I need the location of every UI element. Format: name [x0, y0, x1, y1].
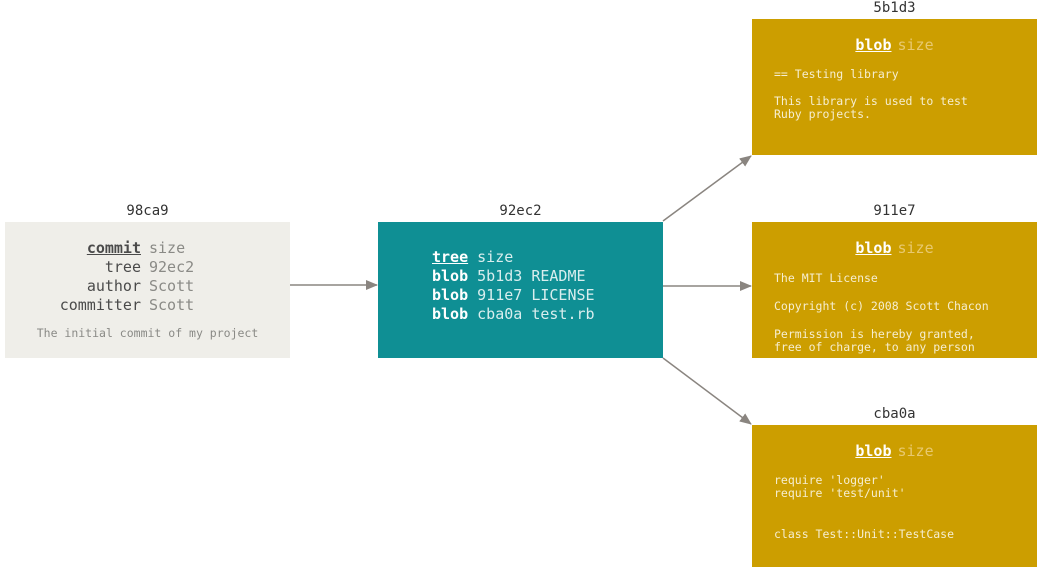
committer-key: committer — [59, 296, 141, 314]
entry-detail: cba0a test.rb — [477, 305, 595, 323]
author-key: author — [86, 277, 141, 295]
tree-id-label: 92ec2 — [499, 203, 542, 219]
blob-type: blob — [855, 239, 892, 257]
arrow-tree-to-5b1d3 — [662, 155, 752, 222]
tree-value: 92ec2 — [149, 258, 195, 276]
entry-type: blob — [432, 305, 469, 323]
blob-object-911e7: blob size The MIT License Copyright (c) 2… — [752, 222, 1037, 358]
commit-key: commit — [86, 239, 141, 257]
tree-row: blob cba0a test.rb — [432, 305, 595, 324]
blob-line: require 'logger' require 'test/unit' — [774, 473, 906, 500]
tree-size: size — [477, 248, 514, 266]
tree-row: tree size — [432, 248, 595, 267]
tree-object: tree size blob 5b1d3 README blob 911e7 L… — [378, 222, 663, 358]
blob-type: blob — [855, 36, 892, 54]
tree-type: tree — [432, 248, 469, 266]
tree-row: blob 5b1d3 README — [432, 267, 595, 286]
commit-value: size — [149, 239, 186, 257]
blob-size: size — [897, 36, 934, 54]
blob-line: == Testing library — [774, 67, 899, 81]
blob-size: size — [897, 239, 934, 257]
commit-id-label: 98ca9 — [126, 203, 169, 219]
blob-type: blob — [855, 442, 892, 460]
commit-message: The initial commit of my project — [36, 326, 259, 340]
blob-id-label: 5b1d3 — [873, 0, 916, 16]
entry-detail: 911e7 LICENSE — [477, 286, 595, 304]
tree-key: tree — [104, 258, 141, 276]
blob-line: Copyright (c) 2008 Scott Chacon — [774, 299, 989, 313]
blob-id-label: 911e7 — [873, 203, 916, 219]
blob-size: size — [897, 442, 934, 460]
blob-object-5b1d3: blob size == Testing library This library… — [752, 19, 1037, 155]
entry-type: blob — [432, 267, 469, 285]
committer-value: Scott — [149, 296, 195, 314]
arrow-tree-to-cba0a — [662, 357, 752, 425]
author-value: Scott — [149, 277, 195, 295]
blob-line: class Test::Unit::TestCase — [774, 527, 955, 541]
blob-line: The MIT License — [774, 271, 878, 285]
tree-row: blob 911e7 LICENSE — [432, 286, 595, 305]
blob-line: This library is used to test Ruby projec… — [774, 94, 968, 121]
blob-line: Permission is hereby granted, free of ch… — [774, 327, 975, 354]
blob-id-label: cba0a — [873, 406, 916, 422]
entry-type: blob — [432, 286, 469, 304]
blob-object-cba0a: blob size require 'logger' require 'test/… — [752, 425, 1037, 567]
entry-detail: 5b1d3 README — [477, 267, 586, 285]
